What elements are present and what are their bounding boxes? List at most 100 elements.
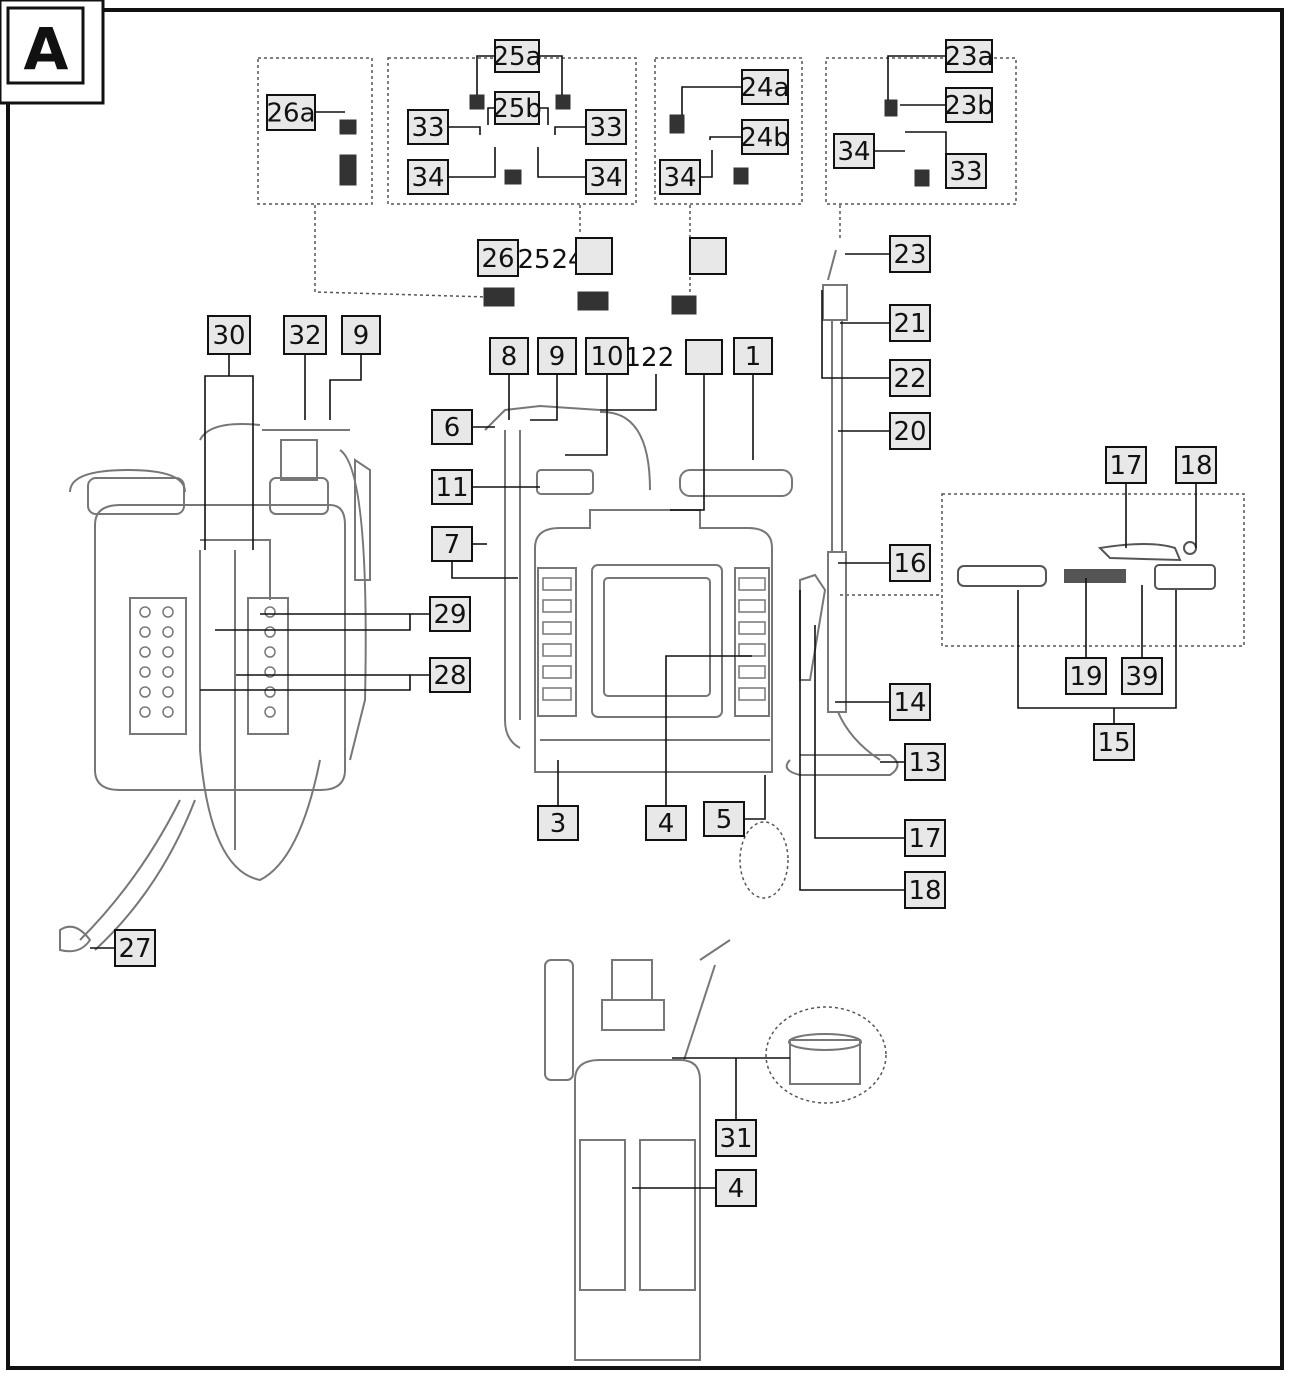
part-label-9: 9 [537,337,577,375]
part-label-13: 13 [904,743,946,781]
part-label-text: 4 [658,809,675,839]
panel-letter: A [24,15,69,83]
part-label-text: 10 [590,342,623,372]
part-label-text: 20 [893,417,926,447]
part-label-text: 23 [893,240,926,270]
blank-label-box-0 [575,237,613,275]
handle-parts [957,541,1216,590]
part-label-text: 9 [549,342,566,372]
part-label-18: 18 [1175,446,1217,484]
part-label-text: 6 [444,413,461,443]
leader-line [554,126,586,135]
part-label-39: 39 [1121,657,1163,695]
part-label-1: 1 [733,337,773,375]
part-label-text: 33 [589,113,622,143]
part-label-text: 14 [893,688,926,718]
part-label-text: 31 [719,1124,752,1154]
part-label-7: 7 [431,526,473,562]
part-label-9: 9 [341,315,381,355]
leader-line [329,354,362,420]
part-label-text: 32 [288,321,321,351]
detail-boxes [257,57,1245,1104]
blank-label-box-1 [689,237,727,275]
leader-line [537,147,586,178]
leader-line [487,107,495,125]
leader-line [215,613,430,631]
part-label-19: 19 [1065,657,1107,695]
part-label-20: 20 [889,412,931,450]
part-label-text: 33 [411,113,444,143]
leader-line [665,655,752,806]
leader-line [600,374,657,411]
sprayer-front-view [484,404,793,773]
part-label-23: 23 [889,235,931,273]
part-label-26a: 26a [266,94,316,131]
part-label-23b: 23b [944,87,994,123]
part-label-text: 34 [411,163,444,193]
part-label-15: 15 [1093,723,1135,761]
part-label-text: 9 [353,321,370,351]
leader-lines [90,55,1197,1189]
part-label-text: 15 [1097,728,1130,758]
blank-label-box-2 [685,339,723,375]
nozzle-sketches [339,94,930,315]
part-label-text: 26a [266,99,315,129]
leader-line [476,55,495,95]
part-label-text: 4 [728,1174,745,1204]
part-label-24b: 24b [740,119,790,155]
part-label-4: 4 [645,805,687,841]
part-label-text: 18 [908,876,941,906]
part-number-2: 2 [658,343,675,373]
leader-line [670,374,705,511]
part-label-text: 28 [433,661,466,691]
part-label-5: 5 [703,801,745,837]
part-number-25: 25 [517,245,550,275]
sprayer-side-view [544,939,862,1361]
leader-line [744,775,766,820]
part-label-text: 21 [893,309,926,339]
part-number-12: 12 [624,343,657,373]
part-label-text: 22 [893,364,926,394]
part-label-23a: 23a [944,39,994,73]
panel-letter-box: A [0,0,105,105]
leader-line [200,674,430,691]
part-label-24a: 24a [740,69,790,105]
part-label-text: 33 [949,157,982,187]
detail-box-26a [257,57,373,205]
leader-line [799,590,905,891]
part-label-10: 10 [585,337,629,375]
part-label-33: 33 [585,109,627,145]
part-label-17: 17 [1105,446,1147,484]
part-label-28: 28 [429,657,471,693]
part-label-text: 19 [1069,662,1102,692]
part-label-25b: 25b [492,91,542,125]
leader-line [1017,590,1177,724]
part-label-text: 24b [740,123,790,153]
part-label-text: 39 [1125,662,1158,692]
spray-lance [785,249,899,776]
leader-line [709,136,742,140]
leader-line [539,107,549,125]
leader-line [539,55,563,95]
leader-line [672,1057,790,1120]
part-label-11: 11 [431,469,473,505]
part-label-text: 17 [1109,451,1142,481]
part-label-29: 29 [429,596,471,632]
part-label-31: 31 [715,1119,757,1157]
part-label-17: 17 [904,819,946,857]
sprayer-back-view [59,423,371,953]
leader-line [887,55,946,100]
part-label-text: 5 [716,805,733,835]
part-label-text: 24a [740,73,789,103]
part-label-text: 26 [481,244,514,274]
part-label-text: 23a [944,42,993,72]
leader-line [905,131,947,171]
part-label-text: 25a [492,42,541,72]
part-label-text: 34 [837,137,870,167]
part-label-16: 16 [889,544,931,582]
part-label-text: 13 [908,748,941,778]
detail-box-24 [654,57,803,205]
leader-line [448,126,481,135]
back-view-holes [139,606,276,718]
